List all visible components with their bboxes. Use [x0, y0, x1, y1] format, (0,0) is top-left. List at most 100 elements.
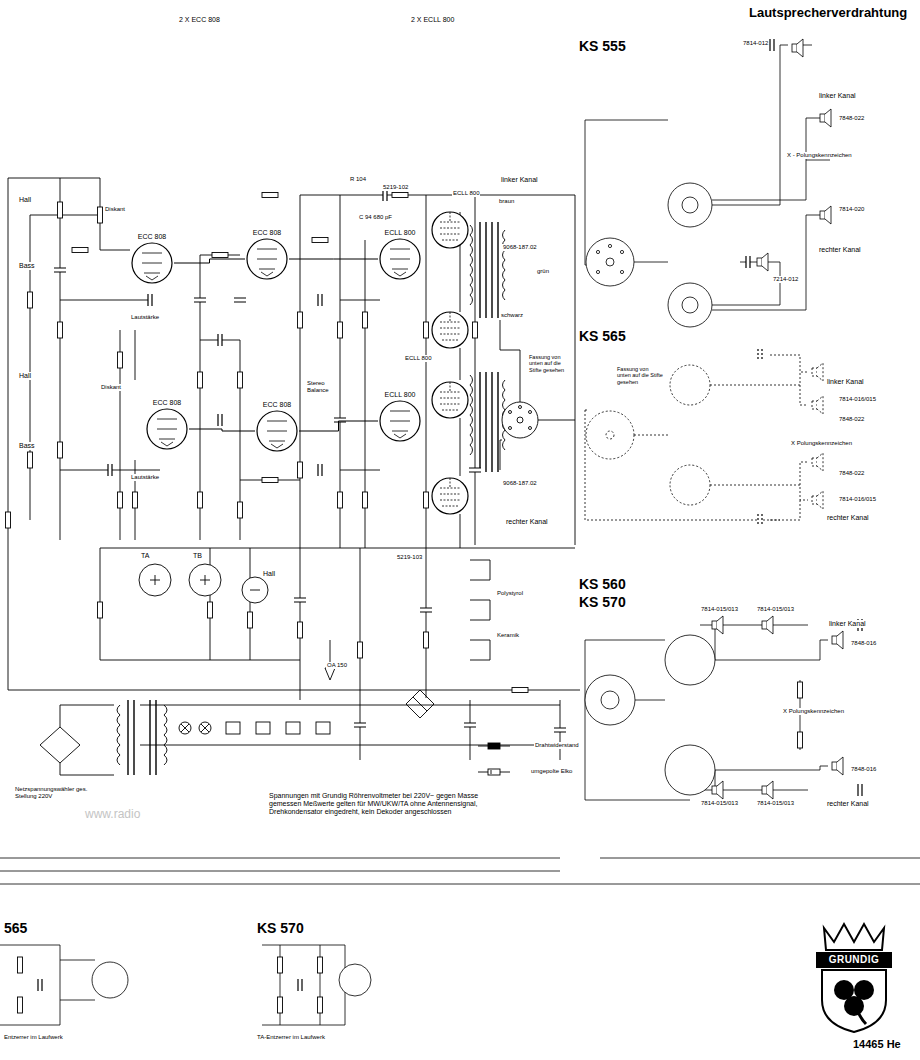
tube-symbol: [245, 237, 289, 281]
legend-symbols: [491, 770, 492, 774]
tube-envelope: [132, 243, 172, 283]
tube-node: ECLL 800: [378, 390, 422, 443]
tube-symbol: [378, 237, 422, 281]
bottom-strip: [0, 858, 920, 884]
diagram-label: Lautstärke: [130, 474, 160, 481]
component-symbols: [262, 478, 278, 483]
ks555-wiring: [770, 39, 774, 51]
diagram-label: ECLL 800: [404, 355, 432, 362]
diagram-label: grün: [536, 268, 550, 275]
diagram-label: X Polungskennzeichen: [790, 440, 853, 447]
tube-label: ECLL 800: [378, 228, 422, 237]
equalizer-circuits: [318, 957, 323, 973]
ks555-wiring: [792, 39, 803, 57]
power-supply: [325, 640, 335, 680]
equalizer-circuits: [18, 957, 23, 973]
diagram-label: rechter Kanal: [826, 800, 870, 808]
diagram-label: OA 150: [326, 662, 348, 669]
diagram-label: Keramik: [496, 632, 520, 639]
ks565-wiring: [586, 411, 634, 459]
component-symbols: [318, 464, 322, 476]
diagram-label: KS 565: [578, 328, 627, 344]
diagram-label: linker Kanal: [500, 176, 539, 184]
signal-wire: [174, 259, 245, 263]
tube-label: ECC 808: [255, 400, 299, 409]
tube-envelope: [257, 411, 297, 451]
diagram-label: 9068-187.02: [502, 244, 538, 251]
brand-logo: GRUNDIG: [804, 920, 904, 1035]
diagram-label: Hall: [18, 196, 32, 204]
diagram-label: 7814-020: [838, 206, 865, 213]
equalizer-circuits: [298, 979, 302, 991]
legend-symbols: [488, 743, 500, 749]
diagram-label: X - Polungskennzeichen: [786, 152, 853, 159]
component-symbols: [338, 492, 343, 508]
diagram-label: Bass: [18, 442, 36, 450]
tube-electrodes: [142, 253, 162, 280]
tube-envelope: [380, 239, 420, 279]
ks555-wiring: [746, 256, 750, 268]
legend-symbols: [488, 769, 500, 775]
diagram-label: TB: [192, 552, 203, 560]
ks565-wiring: [812, 491, 823, 509]
ks560-wiring: [832, 757, 843, 775]
equalizer-circuits: [18, 997, 23, 1013]
diagram-label: rechter Kanal: [826, 514, 870, 522]
diagram-label: 9068-187.02: [502, 480, 538, 487]
power-supply: [128, 700, 156, 775]
ks560-wiring: [762, 781, 773, 799]
tube-node: ECC 808: [245, 228, 289, 281]
schematic-wires: [8, 178, 580, 760]
component-symbols: [298, 312, 303, 328]
diagram-label: Hall: [18, 372, 32, 380]
component-symbols: [238, 372, 243, 388]
diagram-label: ECLL 800: [452, 190, 480, 197]
tube-electrodes: [390, 411, 410, 438]
schematic-wires: [517, 417, 523, 423]
diagram-label: Lautstärke: [130, 314, 160, 321]
component-symbols: [363, 492, 368, 508]
equalizer-circuits: [38, 979, 42, 991]
diagram-label: KS 560: [578, 576, 627, 592]
brand-name: GRUNDIG: [818, 954, 890, 966]
equalizer-circuits: [339, 964, 371, 996]
diagram-label: Spannungen mit Grundig Röhrenvoltmeter b…: [268, 792, 485, 816]
ks560-wiring: [762, 616, 773, 634]
ks555-wiring: [606, 258, 614, 266]
tube-symbol: [255, 409, 299, 453]
ks560-wiring: [798, 682, 803, 698]
component-symbols: [212, 253, 228, 258]
schematic-wires: [470, 225, 505, 455]
ks560-wiring: [585, 675, 635, 725]
diagram-label: KS 570: [578, 594, 627, 610]
diagram-label: umgepolte Elko: [530, 768, 573, 775]
ks565-wiring: [758, 349, 762, 361]
ks555-wiring: [596, 250, 599, 253]
component-symbols: [464, 723, 476, 727]
diagram-label: 7814-015/013: [756, 606, 795, 613]
tube-label: ECLL 800: [378, 390, 422, 399]
signal-wire: [299, 421, 378, 431]
diagram-label: 7814-012: [742, 40, 769, 47]
logo-shield: [822, 970, 886, 1032]
legend-symbols: [470, 560, 490, 660]
diagram-label: 565: [3, 920, 28, 936]
tube-electrodes: [267, 421, 287, 448]
schematic-wires: [8, 178, 580, 760]
component-symbols: [108, 464, 112, 476]
diagram-label: TA: [140, 552, 150, 560]
diagram-label: 2 X ECC 808: [178, 16, 221, 24]
equalizer-circuits: [278, 997, 283, 1013]
component-symbols: [554, 728, 566, 732]
ks555-wiring: [608, 244, 611, 247]
component-symbols: [469, 468, 481, 472]
ks565-wiring: [812, 363, 823, 381]
component-symbols: [432, 212, 468, 248]
component-symbols: [338, 322, 343, 338]
schematic-wires: [480, 222, 498, 472]
logo-clover: [844, 996, 864, 1016]
diagram-label: 14465 He: [852, 1038, 902, 1051]
schematic-wires: [150, 575, 260, 590]
diagram-label: C 94 680 pF: [358, 214, 393, 221]
